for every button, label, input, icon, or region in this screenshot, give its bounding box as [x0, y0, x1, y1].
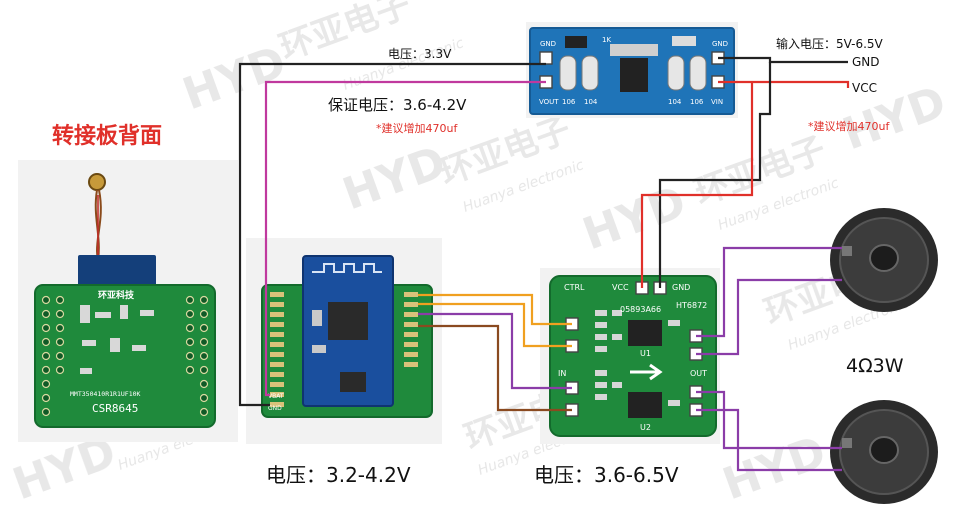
wire-gnd-in	[718, 56, 848, 64]
watermark-brand: HYD	[576, 176, 692, 260]
bluetooth-board: VBAT GND	[246, 238, 442, 444]
reg-silk-106a: 106	[562, 98, 576, 106]
wire-audio-purple	[418, 312, 572, 390]
reg-silk-104a: 104	[584, 98, 598, 106]
amp-silk-ctrl: CTRL	[564, 283, 585, 292]
ldo-chip	[620, 58, 648, 92]
amp-silk-out: OUT	[690, 369, 707, 378]
bt-silk-vbat: VBAT	[268, 393, 284, 400]
watermark-brand: HYD	[716, 426, 832, 510]
gnd-label: GND	[852, 55, 880, 69]
bt-silk-gnd: GND	[268, 405, 282, 412]
adapter-silk-code: MMT350410R1R1UF10K	[70, 390, 141, 398]
wires	[238, 56, 850, 472]
vcc-label: VCC	[852, 81, 877, 95]
adapter-chip-label: CSR8645	[92, 402, 138, 415]
amp-chip-u1	[628, 320, 662, 346]
input-voltage-label: 输入电压：5V-6.5V	[776, 36, 884, 51]
wire-spk-bot-b	[696, 408, 842, 472]
wire-spk-top-b	[696, 278, 842, 356]
wire-audio-gnd	[418, 324, 572, 412]
capacitor-note-left: *建议增加470uf	[376, 121, 458, 135]
regulator-module: GND GND VOUT VIN 1K 106 104 104 106	[526, 22, 738, 118]
reg-silk-1k: 1K	[602, 36, 611, 44]
amp-silk-u2: U2	[640, 423, 651, 432]
reg-silk-vout: VOUT	[539, 98, 559, 106]
smd-resistor	[565, 36, 587, 48]
wire-audio-r	[418, 302, 572, 348]
speaker-cone-icon	[869, 436, 899, 464]
reg-silk-gnd-right: GND	[712, 40, 728, 48]
coil-icon	[88, 173, 106, 191]
wire-vbat	[264, 80, 546, 397]
amp-silk-in: IN	[558, 369, 566, 378]
speaker-top	[830, 208, 938, 312]
wire-spk-top-a	[696, 246, 842, 338]
bt-chip	[328, 302, 368, 340]
back-title: 转接板背面	[52, 123, 162, 149]
bt-voltage-label: 电压：3.2-4.2V	[266, 463, 411, 487]
amp-silk-chip: 05893A66	[620, 305, 661, 314]
reg-silk-106b: 106	[690, 98, 704, 106]
watermark-brand: HYD	[176, 36, 292, 120]
amplifier-board: CTRL VCC GND HT6872 05893A66 U1 U2 IN OU…	[540, 268, 720, 444]
amp-silk-vcc: VCC	[612, 283, 629, 292]
wire-3v3	[238, 62, 546, 407]
amp-voltage-label: 电压：3.6-6.5V	[534, 463, 679, 487]
amp-silk-u1: U1	[640, 349, 651, 358]
adapter-board: 环亚科技 MMT350410R1R1UF10K CSR8645	[18, 160, 238, 442]
wire-amp-gnd	[658, 62, 772, 288]
guarantee-voltage-label: 保证电压：3.6-4.2V	[328, 96, 467, 114]
capacitor-note-right: *建议增加470uf	[808, 119, 890, 133]
reg-silk-104b: 104	[668, 98, 682, 106]
adapter-silk-brand: 环亚科技	[98, 289, 135, 301]
speaker-cone-icon	[869, 244, 899, 272]
amp-silk-model: HT6872	[676, 301, 707, 310]
header-holes	[41, 295, 209, 417]
watermark-brand: HYD	[336, 136, 452, 220]
wire-spk-bot-a	[696, 390, 842, 450]
wire-vcc-in	[718, 80, 850, 88]
signal-arrow-icon	[630, 363, 663, 381]
speaker-bottom	[830, 400, 938, 504]
reg-silk-vin: VIN	[711, 98, 723, 106]
reg-silk-gnd: GND	[540, 40, 556, 48]
amp-chip-u2	[628, 392, 662, 418]
speaker-spec-label: 4Ω3W	[846, 355, 904, 377]
wire-amp-vcc	[640, 82, 754, 288]
amp-silk-gnd: GND	[672, 283, 690, 292]
output-voltage-label: 电压：3.3V	[388, 47, 452, 61]
wire-audio-l	[418, 293, 572, 326]
